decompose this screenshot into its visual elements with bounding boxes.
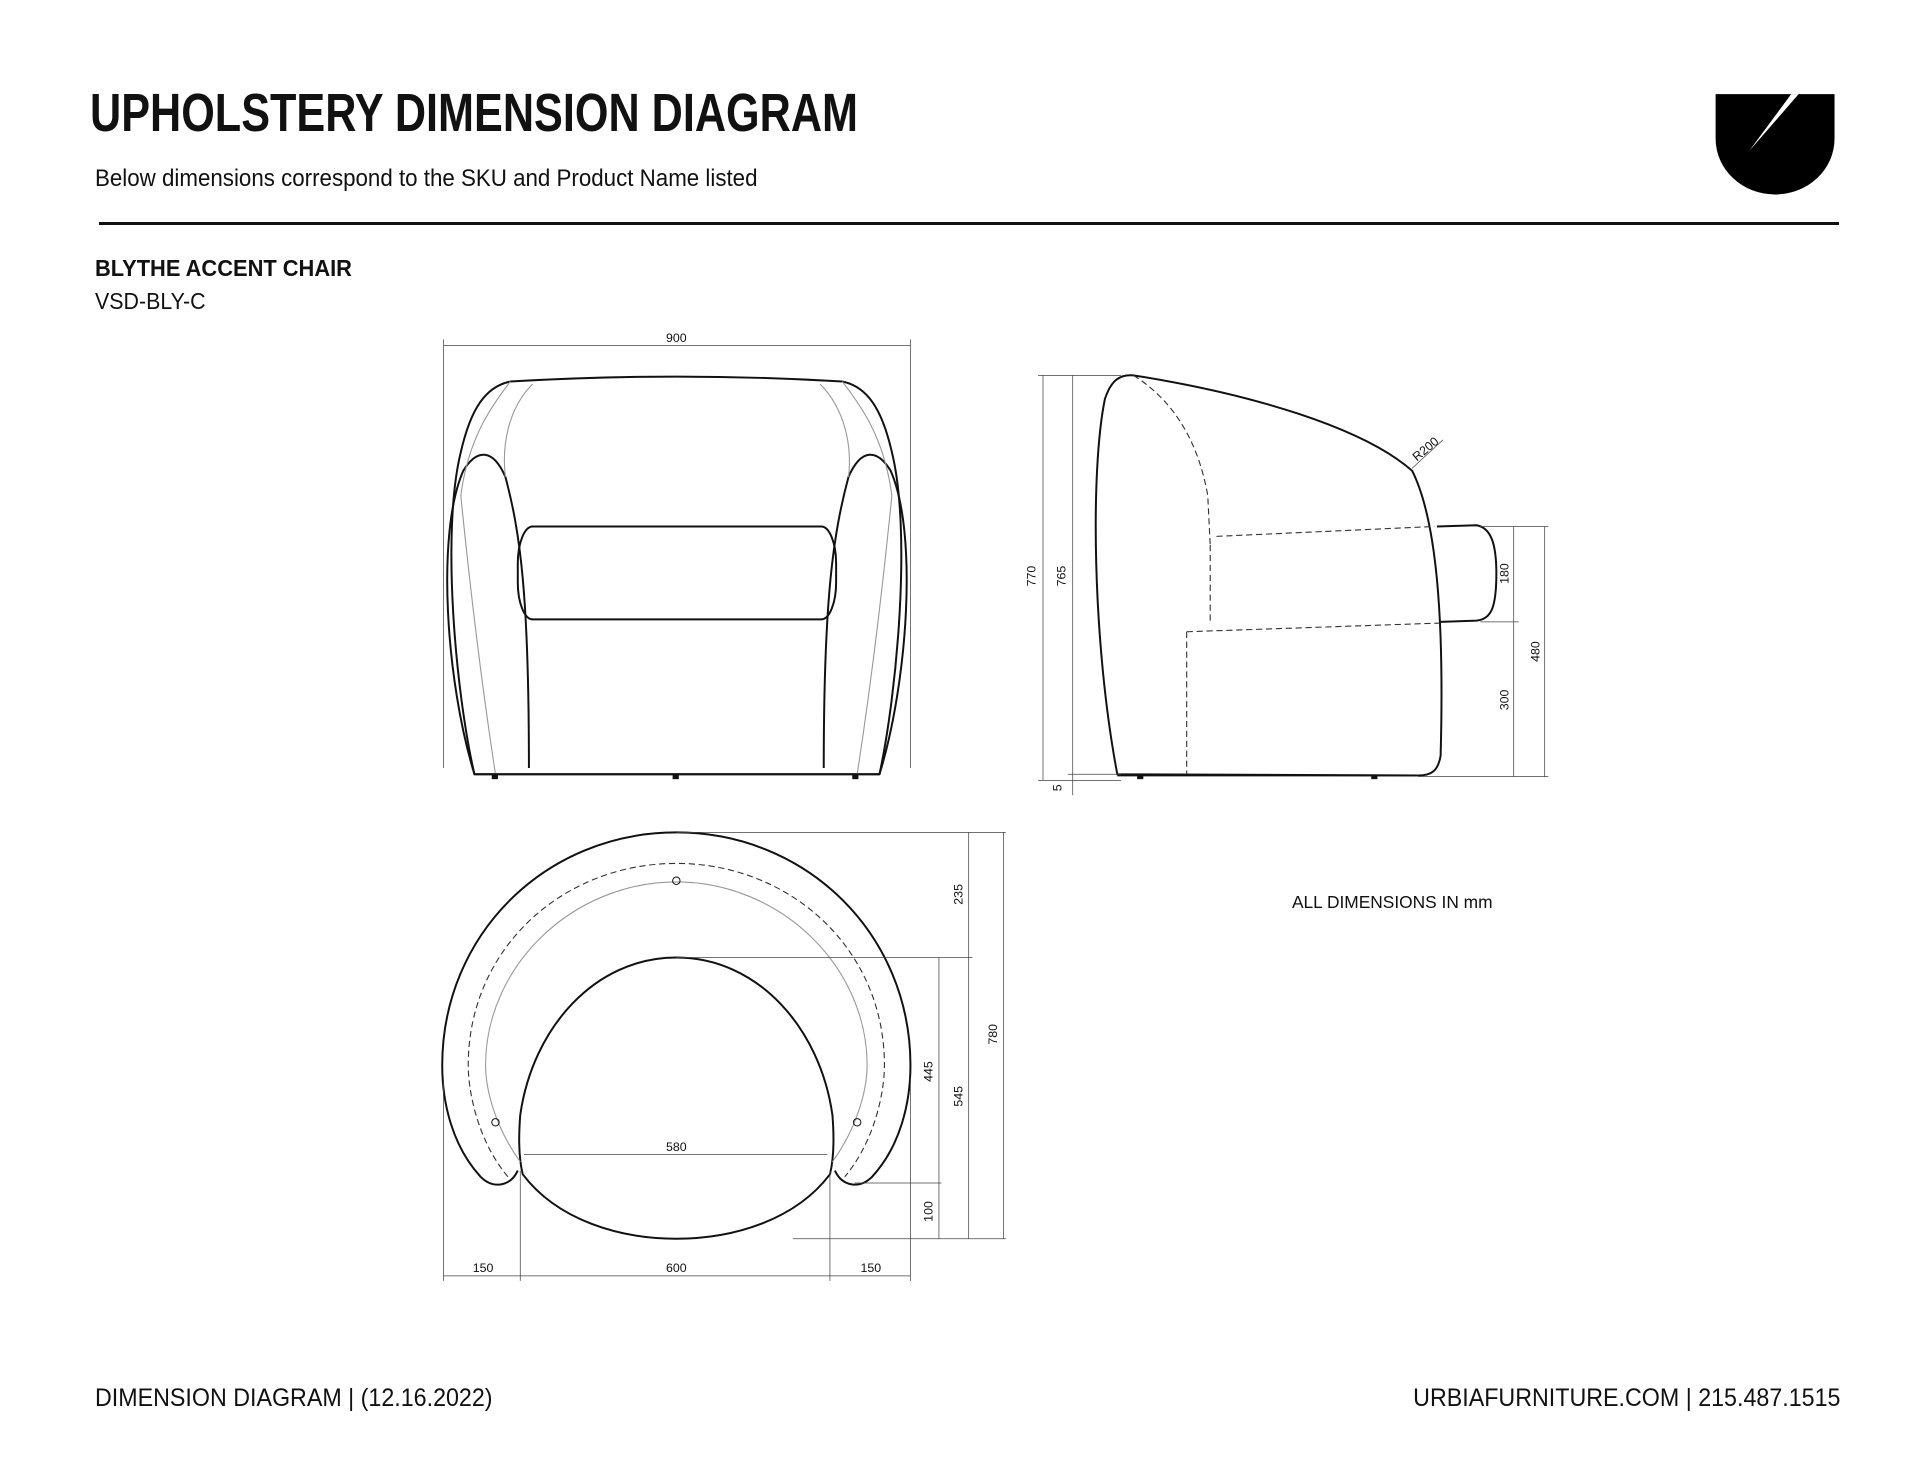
- dim-front-overhang: 100: [922, 1201, 936, 1222]
- dim-seat-width: 600: [666, 1261, 687, 1275]
- dim-body-height: 765: [1054, 566, 1068, 587]
- side-view: R200 770 765 5 180 480 300: [1025, 374, 1549, 796]
- dim-left-arm: 150: [473, 1261, 494, 1275]
- dim-overall-height: 770: [1025, 566, 1039, 587]
- front-bolster: [516, 525, 838, 621]
- page-title: UPHOLSTERY DIMENSION DIAGRAM: [90, 83, 859, 143]
- top-seat: [518, 956, 835, 1240]
- dim-seat-depth: 445: [922, 1061, 936, 1082]
- urbia-u-logo-icon: [1715, 94, 1835, 195]
- front-outer-shell: [450, 375, 903, 776]
- side-armrest: [1436, 524, 1498, 623]
- dim-overall-depth: 780: [986, 1024, 1000, 1045]
- dim-back-radius: R200: [1410, 434, 1442, 464]
- dim-leg-clearance: 5: [1051, 784, 1065, 791]
- dim-right-arm: 150: [860, 1261, 881, 1275]
- dim-back-depth: 235: [951, 884, 965, 905]
- side-outer-shell: [1094, 374, 1443, 777]
- dim-arm-top-height: 480: [1529, 641, 1543, 662]
- front-view: 900: [443, 331, 911, 780]
- front-left-arm: [446, 453, 530, 775]
- product-name: BLYTHE ACCENT CHAIR: [95, 255, 352, 281]
- dim-inner-depth: 545: [951, 1086, 965, 1107]
- dim-seat-height: 300: [1498, 689, 1512, 710]
- dim-arm-height: 180: [1498, 563, 1512, 584]
- top-outer-shell: [441, 831, 912, 1186]
- units-note: ALL DIMENSIONS IN mm: [1292, 892, 1493, 912]
- page-subtitle: Below dimensions correspond to the SKU a…: [95, 165, 758, 192]
- dim-inner-width: 580: [666, 1140, 687, 1154]
- header-divider: [99, 222, 1839, 225]
- footer-contact: URBIAFURNITURE.COM | 215.487.1515: [1412, 1384, 1840, 1412]
- dim-front-width: 900: [666, 331, 687, 345]
- front-right-arm: [822, 453, 908, 775]
- product-sku: VSD-BLY-C: [95, 288, 206, 314]
- top-view: 580 150 600 150 235 445 100 545 780: [441, 831, 1006, 1281]
- footer-doc-info: DIMENSION DIAGRAM | (12.16.2022): [95, 1384, 493, 1412]
